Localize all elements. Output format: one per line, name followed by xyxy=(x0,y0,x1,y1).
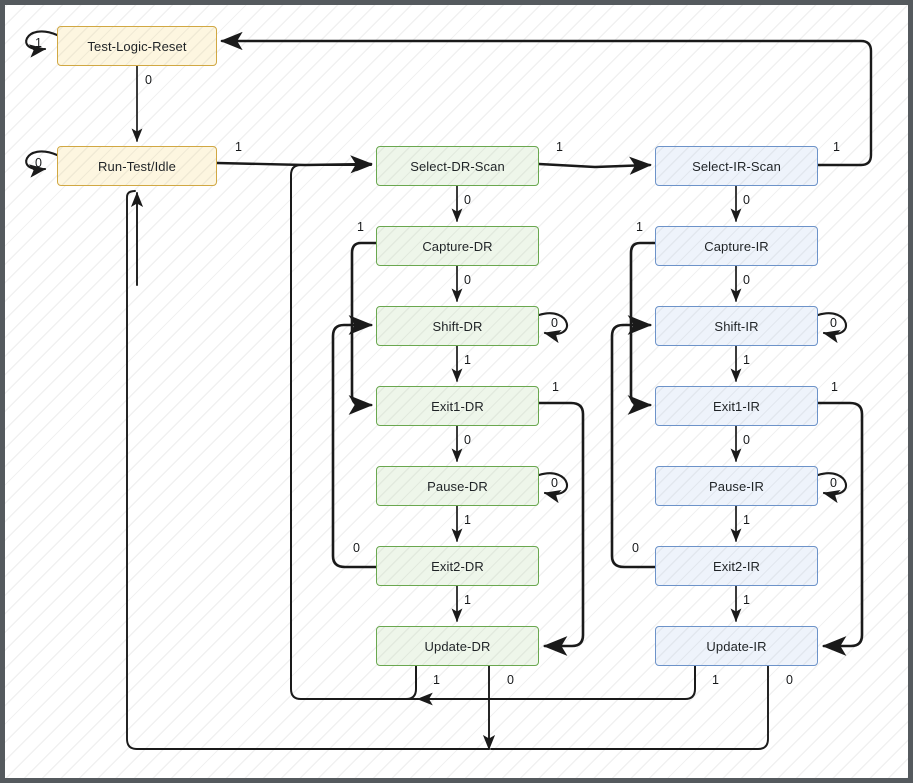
edge-cir-e1ir xyxy=(627,241,657,415)
edge-label-e2dr-shdr: 0 xyxy=(353,541,360,555)
state-label: Capture-DR xyxy=(422,238,493,254)
edge-label-sis-cir: 0 xyxy=(743,193,750,207)
edge-label-pdr-self: 0 xyxy=(551,476,558,490)
state-node-run-test-idle[interactable]: Run-Test/Idle xyxy=(57,146,217,186)
state-node-select-dr-scan[interactable]: Select-DR-Scan xyxy=(376,146,539,186)
edge-label-cdr-e1dr: 1 xyxy=(357,220,364,234)
edge-label-shdr-self: 0 xyxy=(551,316,558,330)
state-label: Pause-IR xyxy=(709,478,764,494)
edge-label-rti-self: 0 xyxy=(35,156,42,170)
edge-label-sds-cdr: 0 xyxy=(464,193,471,207)
edge-label-uir-zero: 0 xyxy=(786,673,793,687)
state-label: Test-Logic-Reset xyxy=(87,38,187,54)
state-node-shift-ir[interactable]: Shift-IR xyxy=(655,306,818,346)
state-label: Exit2-IR xyxy=(712,558,761,574)
edge-uir-rti xyxy=(490,665,769,750)
edge-label-tlr-rti: 0 xyxy=(145,73,152,87)
state-label: Update-DR xyxy=(424,638,491,654)
edge-label-uir-one: 1 xyxy=(712,673,719,687)
state-node-update-ir[interactable]: Update-IR xyxy=(655,626,818,666)
state-label: Exit1-IR xyxy=(712,398,761,414)
edge-e1ir-uir xyxy=(816,401,864,656)
edge-label-e2dr-udr: 1 xyxy=(464,593,471,607)
edge-label-e2ir-shir: 0 xyxy=(632,541,639,555)
edge-label-e1ir-uir: 1 xyxy=(831,380,838,394)
state-label: Shift-DR xyxy=(432,318,483,334)
state-node-update-dr[interactable]: Update-DR xyxy=(376,626,539,666)
edge-e1dr-udr xyxy=(537,401,585,656)
edge-label-rti-sds: 1 xyxy=(235,140,242,154)
state-label: Select-IR-Scan xyxy=(692,158,781,174)
edge-rti-sds xyxy=(215,155,373,174)
state-node-test-logic-reset[interactable]: Test-Logic-Reset xyxy=(57,26,217,66)
edge-label-e1dr-udr: 1 xyxy=(552,380,559,394)
state-node-capture-ir[interactable]: Capture-IR xyxy=(655,226,818,266)
state-label: Pause-DR xyxy=(427,478,488,494)
edge-cdr-e1dr xyxy=(348,241,378,415)
edge-label-pir-e2ir: 1 xyxy=(743,513,750,527)
state-label: Exit1-DR xyxy=(431,398,484,414)
edge-uir-sds xyxy=(300,665,696,700)
edge-sds-sis xyxy=(537,156,652,175)
state-node-select-ir-scan[interactable]: Select-IR-Scan xyxy=(655,146,818,186)
state-label: Run-Test/Idle xyxy=(98,158,176,174)
edge-label-cir-e1ir: 1 xyxy=(636,220,643,234)
edge-label-e2ir-uir: 1 xyxy=(743,593,750,607)
state-node-exit1-dr[interactable]: Exit1-DR xyxy=(376,386,539,426)
state-node-exit1-ir[interactable]: Exit1-IR xyxy=(655,386,818,426)
edge-label-sds-sis: 1 xyxy=(556,140,563,154)
state-label: Exit2-DR xyxy=(431,558,484,574)
state-node-exit2-ir[interactable]: Exit2-IR xyxy=(655,546,818,586)
edge-label-sis-tlr: 1 xyxy=(833,140,840,154)
edge-label-pir-self: 0 xyxy=(830,476,837,490)
edge-label-pdr-e2dr: 1 xyxy=(464,513,471,527)
state-label: Update-IR xyxy=(706,638,767,654)
state-node-capture-dr[interactable]: Capture-DR xyxy=(376,226,539,266)
edge-label-udr-zero: 0 xyxy=(507,673,514,687)
state-label: Shift-IR xyxy=(714,318,759,334)
edge-label-udr-one: 1 xyxy=(433,673,440,687)
edge-e2dr-shdr xyxy=(331,315,378,569)
edge-label-tlr-self: 1 xyxy=(35,36,42,50)
edge-e2ir-shir xyxy=(610,315,657,569)
edge-label-cir-shir: 0 xyxy=(743,273,750,287)
state-node-exit2-dr[interactable]: Exit2-DR xyxy=(376,546,539,586)
edge-label-cdr-shdr: 0 xyxy=(464,273,471,287)
state-node-pause-dr[interactable]: Pause-DR xyxy=(376,466,539,506)
edge-label-shir-e1ir: 1 xyxy=(743,353,750,367)
edge-label-shir-self: 0 xyxy=(830,316,837,330)
edge-label-e1ir-pir: 0 xyxy=(743,433,750,447)
state-node-pause-ir[interactable]: Pause-IR xyxy=(655,466,818,506)
state-node-shift-dr[interactable]: Shift-DR xyxy=(376,306,539,346)
edge-label-shdr-e1dr: 1 xyxy=(464,353,471,367)
state-label: Capture-IR xyxy=(704,238,769,254)
edge-label-e1dr-pdr: 0 xyxy=(464,433,471,447)
state-label: Select-DR-Scan xyxy=(410,158,505,174)
